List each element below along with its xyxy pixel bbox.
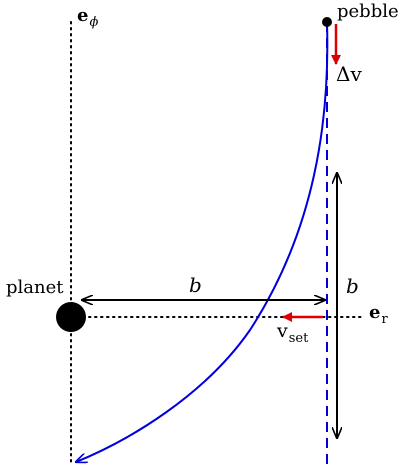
planet-icon bbox=[56, 302, 86, 332]
v-set-label: vset bbox=[276, 320, 309, 346]
e-phi-label: eϕ bbox=[77, 5, 98, 30]
e-r-label: er bbox=[369, 302, 388, 327]
planet-label: planet bbox=[6, 277, 64, 298]
pebble-label: pebble bbox=[337, 1, 399, 22]
delta-v-label: Δv bbox=[336, 62, 362, 86]
pebble-icon bbox=[322, 17, 332, 27]
b-vertical-label: b bbox=[346, 274, 359, 298]
b-horizontal-label: b bbox=[189, 273, 202, 297]
pebble-trajectory bbox=[76, 21, 329, 462]
